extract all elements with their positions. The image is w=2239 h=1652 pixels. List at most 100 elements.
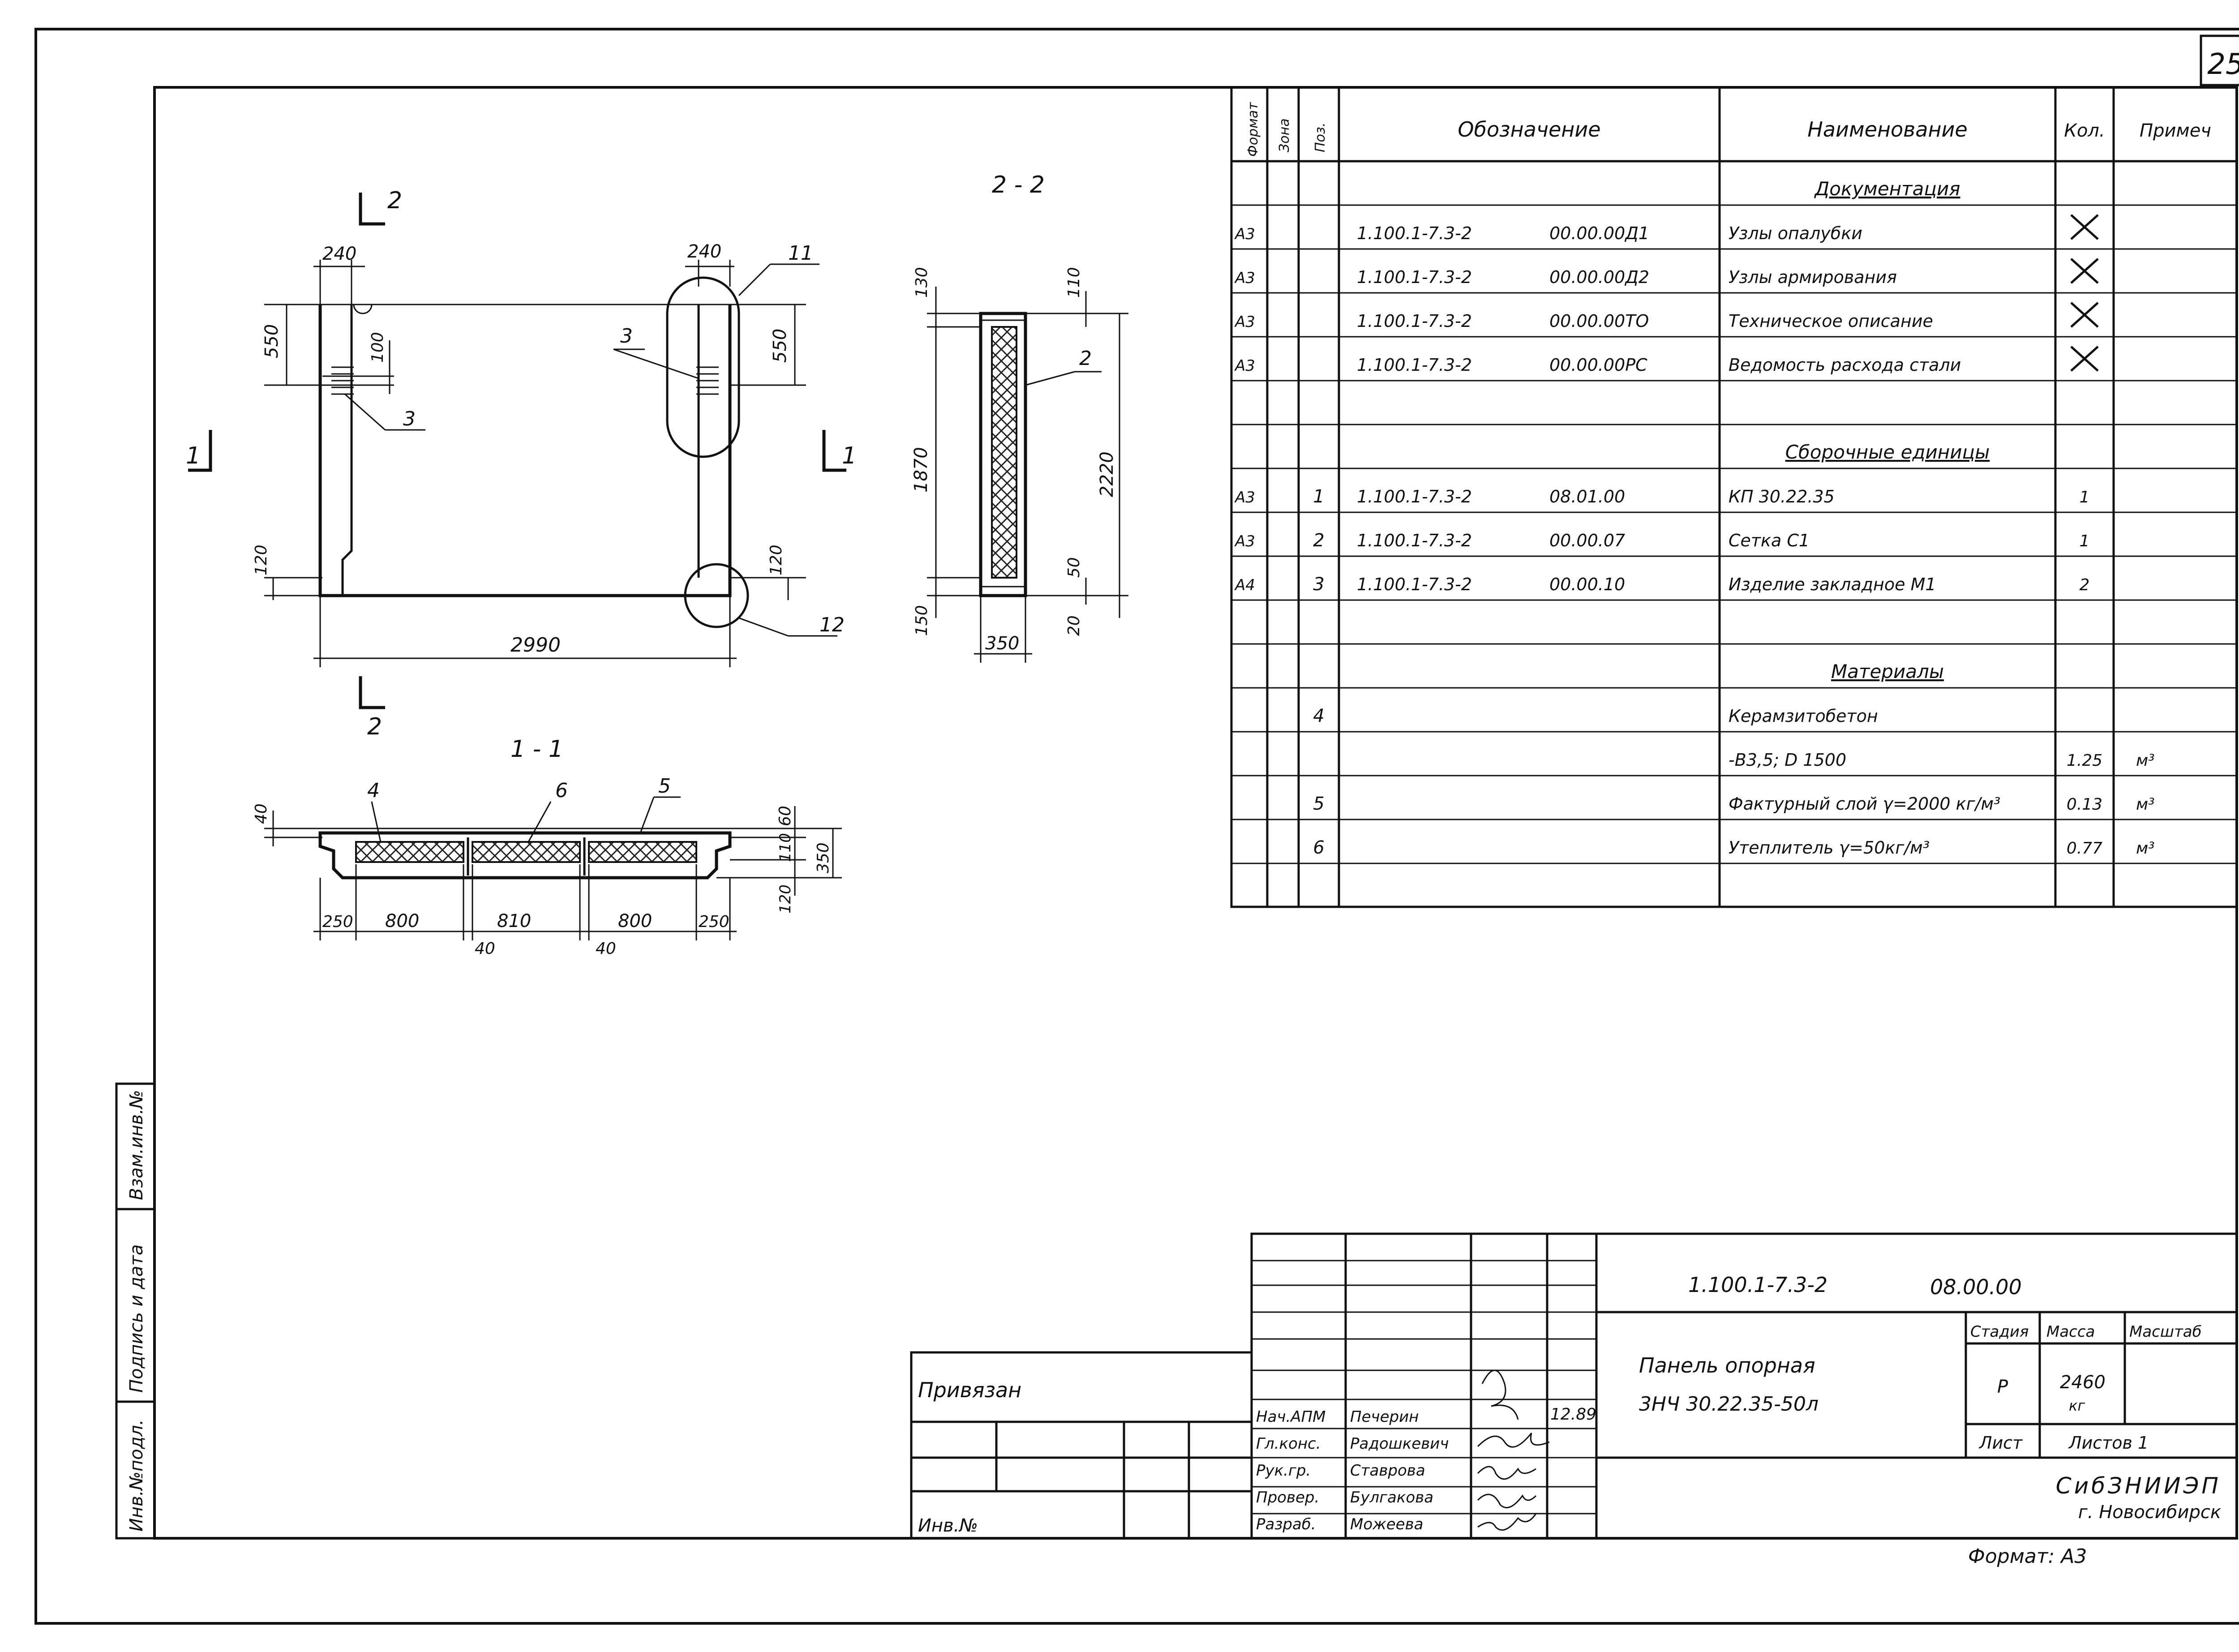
title-name-1: Панель опорная [1639,1353,1815,1377]
spec-header-note: Примеч [2140,120,2211,141]
callout-3-right: 3 [620,325,633,348]
title-sheets-header: Листов 1 [2068,1433,2149,1453]
spec-header-name: Наименование [1807,117,1967,142]
spec-table: Формат Зона Поз. Обозначение Наименовани… [1230,86,2238,908]
spec-qty: 0.13 [2067,795,2102,814]
spec-designation-code: 1.100.1-7.3-2 [1357,575,1472,594]
dim-240-left: 240 [322,244,356,264]
spec-name: Материалы [1831,661,1944,682]
spec-designation-code: 1.100.1-7.3-2 [1357,311,1472,331]
s22-dim-2220: 2220 [1097,451,1117,497]
cross-mark [2070,214,2099,240]
s22-callout-2: 2 [1079,347,1092,370]
signature-1 [1481,1369,1519,1420]
dim-550-right: 550 [770,329,790,363]
spec-name: Ведомость расхода стали [1729,355,1961,375]
spec-name: Документация [1814,178,1960,200]
title-person: Можеева [1350,1515,1423,1533]
spec-name: -В3,5; D 1500 [1729,750,1846,770]
s11-callout-5: 5 [658,775,671,798]
dim-120-right: 120 [767,545,785,575]
title-code-b: 08.00.00 [1930,1275,2022,1299]
signature-4 [1477,1493,1537,1509]
dim-100: 100 [369,332,387,363]
s22-dim-50: 50 [1065,557,1083,578]
format-label: Формат: А3 [1968,1545,2087,1568]
title-name-2: 3НЧ 30.22.35-50л [1639,1393,1819,1416]
spec-note: м³ [2136,795,2155,814]
spec-name: Узлы опалубки [1729,223,1862,243]
title-stage: Р [1997,1377,2008,1397]
elevation-view: 2 2 1 1 240 240 550 100 550 120 120 2990… [186,187,857,740]
s11-dim-800-left: 800 [385,911,419,931]
spec-format: А3 [1234,532,1255,550]
section-1-mark-right: 1 [842,442,857,469]
spec-header-designation: Обозначение [1458,117,1600,142]
spec-pos: 2 [1313,530,1324,551]
title-mass-unit: кг [2069,1397,2085,1414]
spec-header-qty: Кол. [2064,120,2105,141]
sheet-number-box: 25 [2200,34,2239,86]
s11-dim-40-b: 40 [596,940,616,958]
s11-dim-250-right: 250 [699,913,729,931]
s22-dim-150: 150 [913,605,931,636]
spec-name: Утеплитель γ=50кг/м³ [1729,838,1930,858]
spec-row: Сборочные единицы [1785,441,1990,463]
s11-dim-60: 60 [776,806,794,826]
s11-dim-120: 120 [776,884,794,914]
spec-designation-suffix: 00.00.00РС [1549,355,1647,375]
title-role: Рук.гр. [1256,1462,1311,1480]
binding-inv: Инв.№ [918,1515,978,1536]
dim-2990: 2990 [510,634,561,657]
spec-format: А3 [1234,225,1255,243]
s11-dim-40-a: 40 [475,940,495,958]
title-role: Разраб. [1256,1515,1316,1533]
side-stamp-inv: Инв.№подл. [126,1419,147,1532]
spec-name: Сборочные единицы [1785,441,1990,463]
spec-note: м³ [2136,839,2155,858]
title-code-a: 1.100.1-7.3-2 [1688,1273,1827,1297]
side-stamp-sign: Подпись и дата [126,1244,147,1393]
title-role: Нач.АПМ [1256,1408,1325,1426]
title-role: Гл.конс. [1256,1435,1321,1453]
spec-format: А3 [1234,269,1255,287]
spec-designation-suffix: 00.00.10 [1549,575,1625,594]
spec-header-zone: Зона [1277,118,1292,152]
outer-border [34,28,2239,1625]
section-1-1: 1 - 1 40 60 110 120 350 [252,736,842,958]
spec-designation-code: 1.100.1-7.3-2 [1357,267,1472,287]
s11-dim-40: 40 [252,803,270,824]
section-1-mark-left: 1 [186,442,201,469]
spec-name: Техническое описание [1729,311,1933,331]
title-person: Булгакова [1350,1489,1433,1506]
title-org-2: г. Новосибирск [2078,1502,2221,1523]
elev-cut-mark-top: 2 [387,187,402,214]
s11-callout-6: 6 [555,779,568,802]
title-person: Радошкевич [1350,1435,1449,1453]
s22-dim-110: 110 [1065,267,1083,298]
spec-name: Сетка С1 [1729,531,1810,550]
title-scale-header: Масштаб [2129,1323,2202,1341]
callout-12: 12 [819,614,845,636]
title-block: 1.100.1-7.3-2 08.00.00 Панель опорная 3Н… [1250,1232,2238,1540]
s11-dim-800-right: 800 [618,911,652,931]
title-sheet-header: Лист [1978,1433,2023,1453]
spec-designation-code: 1.100.1-7.3-2 [1357,487,1472,506]
section-2-2: 2 - 2 130 110 1870 2220 150 50 20 350 2 [911,172,1128,663]
spec-designation-suffix: 00.00.00Д1 [1549,223,1649,243]
title-date: 12.89 [1550,1405,1596,1424]
elev-cut-mark-bottom: 2 [367,713,382,740]
sheet-number: 25 [2207,48,2239,81]
spec-designation-suffix: 00.00.07 [1549,531,1625,550]
spec-designation-suffix: 00.00.00ТО [1549,311,1649,331]
spec-pos: 5 [1313,794,1324,814]
dim-550-left: 550 [262,324,282,358]
cross-mark [2070,346,2099,372]
